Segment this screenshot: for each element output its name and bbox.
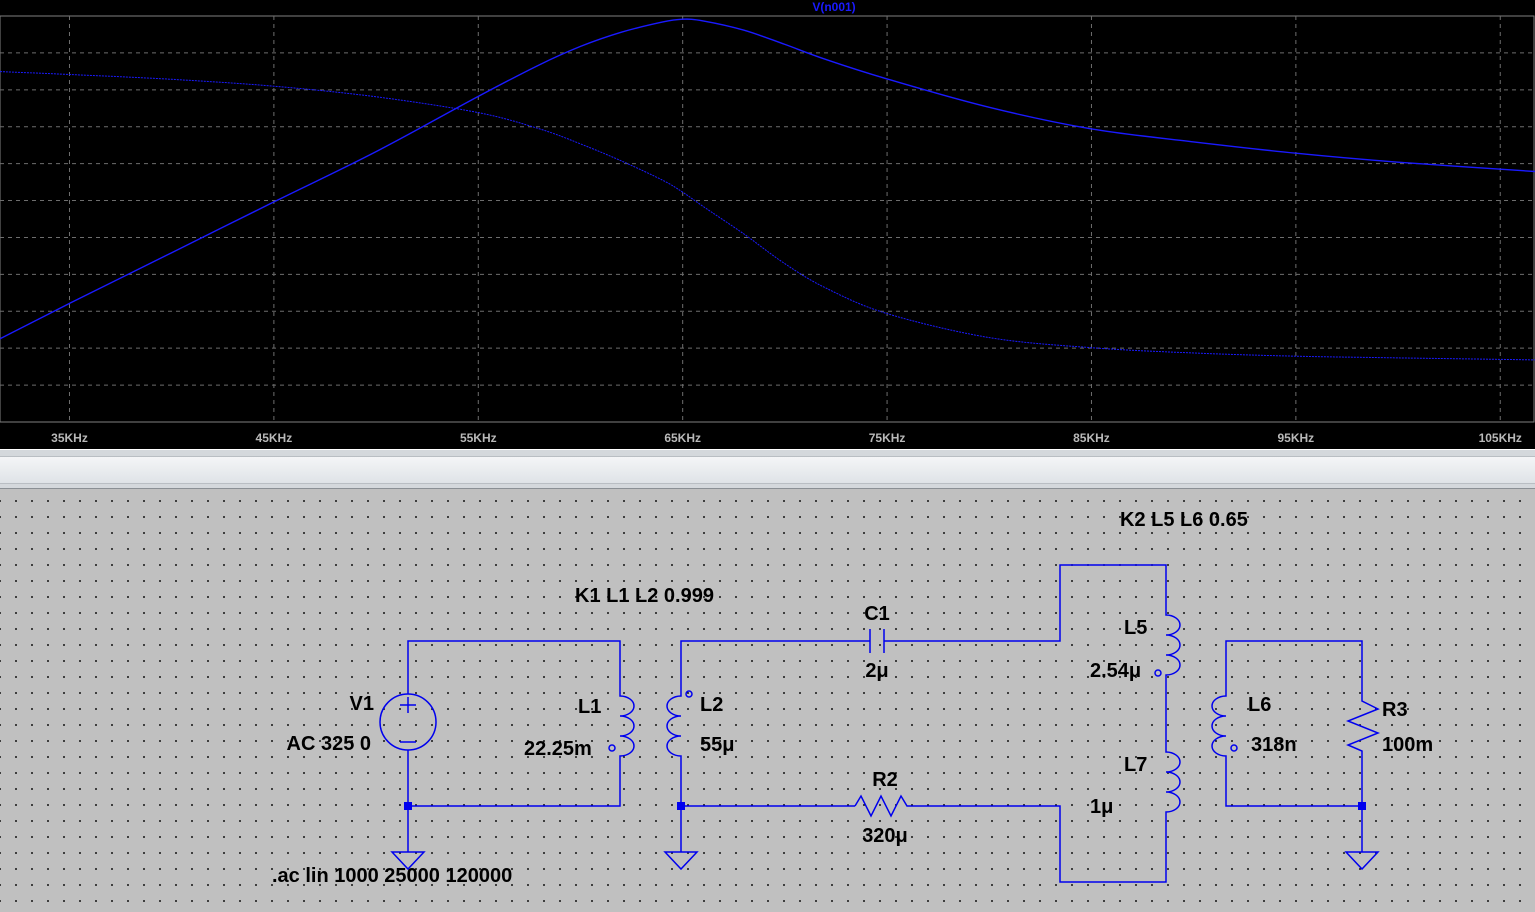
x-tick-label: 85KHz (1073, 431, 1110, 445)
x-tick-label: 35KHz (51, 431, 88, 445)
l7-value[interactable]: 1μ (1090, 796, 1113, 818)
v1-value[interactable]: AC 325 0 (287, 733, 372, 755)
wire-l6-bottom[interactable] (1225, 754, 1363, 807)
r3-name[interactable]: R3 (1382, 699, 1408, 721)
wire-l6-top[interactable] (1225, 640, 1363, 694)
l1-name[interactable]: L1 (578, 696, 601, 718)
inductor-l5[interactable] (1154, 607, 1181, 687)
l6-name[interactable]: L6 (1248, 694, 1271, 716)
ground-symbol[interactable] (663, 851, 699, 871)
x-tick-label: 105KHz (1479, 431, 1522, 445)
ground-symbol[interactable] (390, 851, 426, 871)
l6-value[interactable]: 318n (1251, 734, 1297, 756)
junction-dot (677, 802, 685, 810)
schematic-editor[interactable]: V1 AC 325 0 L1 22.25m L2 55μ C1 2μ R2 32… (0, 489, 1535, 912)
wire-c1-right[interactable] (884, 564, 1167, 642)
wire-r2-right[interactable] (913, 805, 1167, 883)
x-tick-label: 45KHz (256, 431, 293, 445)
capacitor-c1[interactable] (869, 629, 885, 653)
waveform-plot-pane[interactable]: 35KHz 45KHz 55KHz 65KHz 75KHz 85KHz 95KHz 105KH… (0, 0, 1535, 449)
trace-vn001-magnitude[interactable] (0, 18, 1535, 340)
inductor-l1[interactable] (608, 684, 635, 764)
pane-splitter[interactable] (0, 449, 1535, 489)
x-tick-label: 55KHz (460, 431, 497, 445)
l2-name[interactable]: L2 (700, 694, 723, 716)
x-tick-label: 75KHz (869, 431, 906, 445)
plot-frame (0, 15, 1535, 423)
c1-value[interactable]: 2μ (865, 660, 888, 682)
resistor-r3[interactable] (1345, 694, 1381, 754)
junction-dot (1358, 802, 1366, 810)
wire-l2-top[interactable] (680, 640, 870, 684)
ground-symbol[interactable] (1344, 851, 1380, 871)
resistor-r2[interactable] (854, 794, 913, 818)
l5-name[interactable]: L5 (1124, 617, 1147, 639)
k1-directive[interactable]: K1 L1 L2 0.999 (575, 585, 714, 607)
waveform-chart[interactable]: 35KHz 45KHz 55KHz 65KHz 75KHz 85KHz 95KHz 105KH… (0, 0, 1535, 449)
wire-v1-bottom[interactable] (407, 751, 621, 807)
r2-name[interactable]: R2 (872, 769, 898, 791)
pane-splitter-bar[interactable] (0, 456, 1535, 484)
x-tick-label: 95KHz (1278, 431, 1315, 445)
r3-value[interactable]: 100m (1382, 734, 1433, 756)
junction-dot (404, 802, 412, 810)
x-tick-label: 65KHz (664, 431, 701, 445)
plot-grid (0, 15, 1535, 423)
inductor-l7[interactable] (1165, 744, 1181, 824)
r2-value[interactable]: 320μ (862, 825, 908, 847)
inductor-l6[interactable] (1211, 684, 1238, 764)
inductor-l2[interactable] (666, 684, 693, 764)
c1-name[interactable]: C1 (864, 603, 890, 625)
trace-vn001-phase[interactable] (0, 71, 1535, 361)
wire-v1-top[interactable] (407, 640, 621, 684)
trace-label-vn001[interactable]: V(n001) (812, 0, 855, 14)
k2-directive[interactable]: K2 L5 L6 0.65 (1120, 509, 1248, 531)
l7-name[interactable]: L7 (1124, 754, 1147, 776)
schematic-canvas[interactable]: V1 AC 325 0 L1 22.25m L2 55μ C1 2μ R2 32… (0, 489, 1535, 912)
plot-traces (0, 18, 1535, 361)
l2-value[interactable]: 55μ (700, 734, 734, 756)
x-axis-ticks: 35KHz 45KHz 55KHz 65KHz 75KHz 85KHz 95KHz 105KH… (51, 431, 1522, 445)
voltage-source-v1[interactable] (379, 664, 437, 751)
v1-name[interactable]: V1 (350, 693, 374, 715)
l5-value[interactable]: 2.54μ (1090, 660, 1141, 682)
ac-directive[interactable]: .ac lin 1000 25000 120000 (272, 865, 512, 887)
l1-value[interactable]: 22.25m (524, 738, 592, 760)
